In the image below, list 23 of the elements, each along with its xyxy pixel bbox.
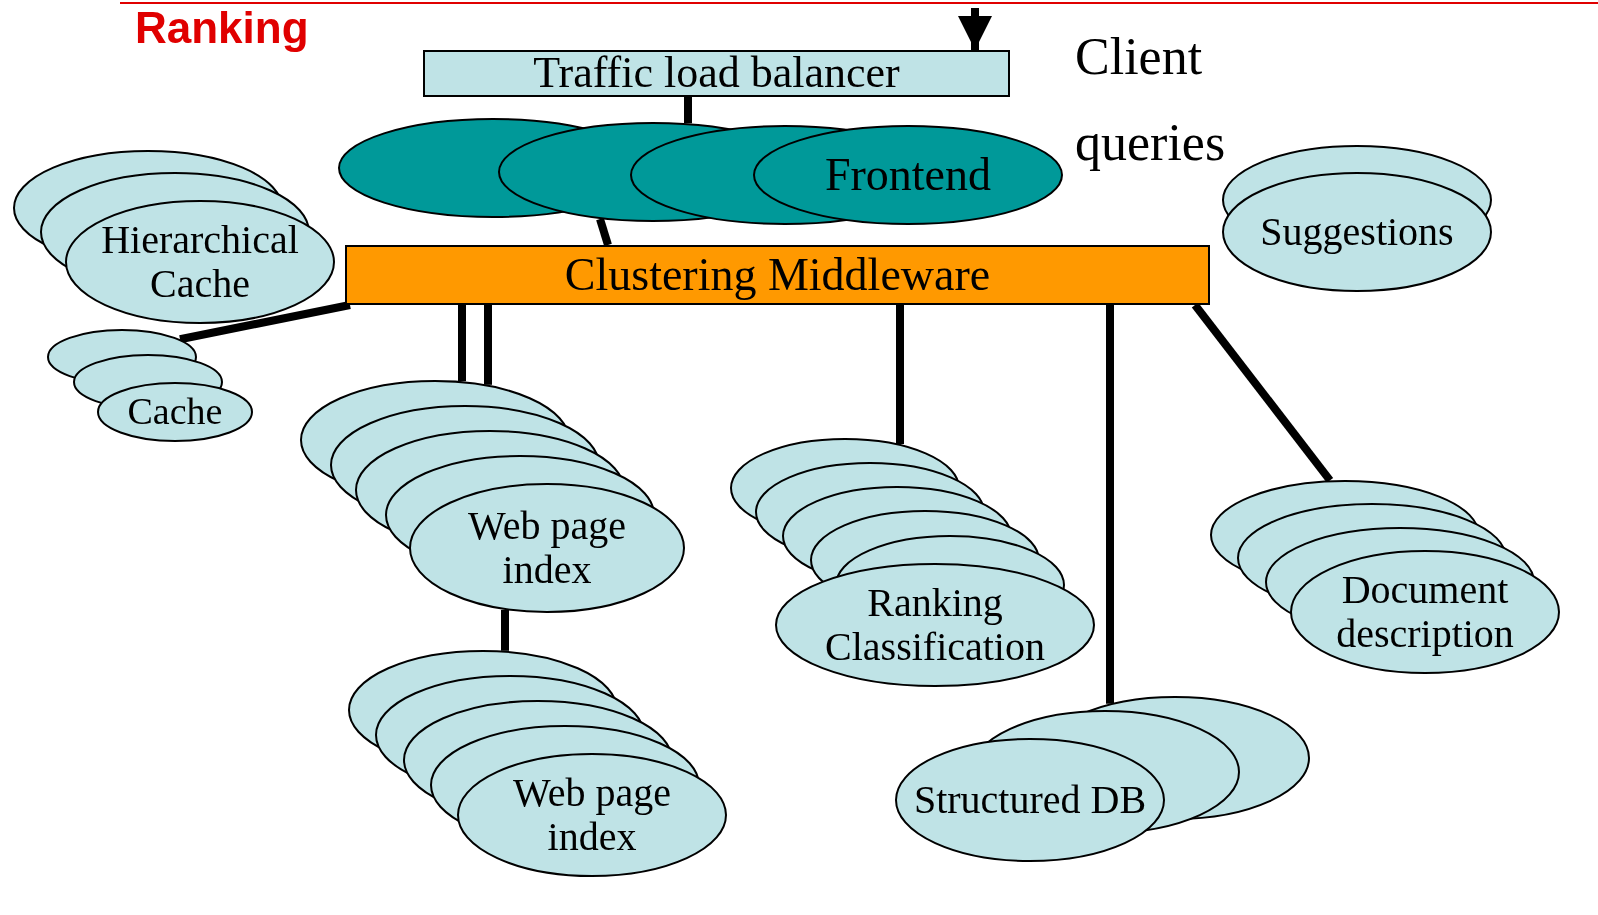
connector-line xyxy=(501,609,509,651)
node-label: Web page index xyxy=(467,504,627,592)
connector-line xyxy=(1106,305,1114,704)
text-label: Client queries xyxy=(1075,27,1227,173)
node-label: Ranking Classification xyxy=(824,581,1046,669)
node-label: Hierarchical Cache xyxy=(100,218,300,306)
connector-line xyxy=(684,97,692,124)
slide-title: Ranking xyxy=(135,6,309,50)
node-label: Clustering Middleware xyxy=(564,249,991,301)
node-label: Suggestions xyxy=(1259,210,1455,254)
process-box xyxy=(423,50,1010,97)
connector-line xyxy=(484,305,492,385)
connector-line xyxy=(896,305,904,445)
connector-line xyxy=(596,217,612,247)
process-box xyxy=(345,245,1210,305)
arrow xyxy=(958,8,992,50)
node-label: Document description xyxy=(1335,568,1515,656)
node-label: Structured DB xyxy=(912,778,1148,822)
node-label: Frontend xyxy=(823,149,993,201)
node-label: Traffic load balancer xyxy=(533,49,900,98)
connector-line xyxy=(458,305,466,382)
node-label: Cache xyxy=(126,391,224,433)
node-label: Web page index xyxy=(512,771,672,859)
